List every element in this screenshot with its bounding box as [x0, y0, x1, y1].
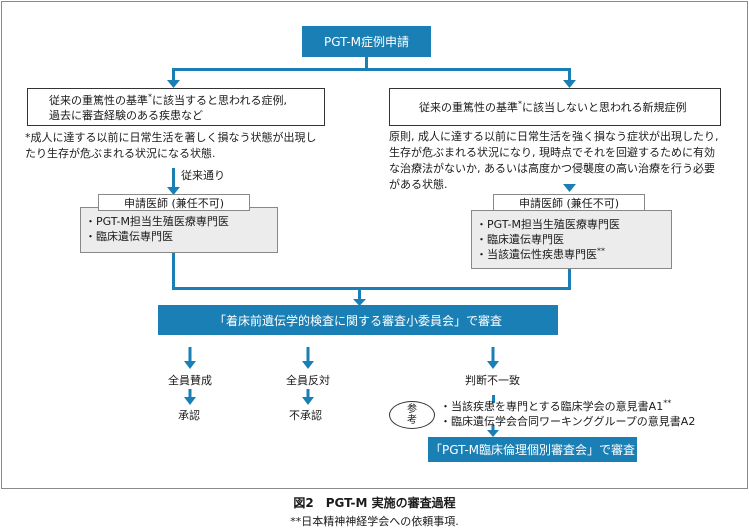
- as-before-label: 従来通り: [181, 169, 225, 182]
- outcome-no-consensus: 判断不一致: [465, 374, 520, 387]
- arrow-unanimous-approve: [184, 361, 196, 369]
- figure-footnote: **日本精神神経学会への依頼事項.: [290, 515, 459, 528]
- ethics-review-box: 「PGT-M臨床倫理個別審査会」で審査: [428, 437, 637, 462]
- connector-left-stem: [172, 168, 175, 188]
- left-box-asterisk: *: [148, 92, 152, 102]
- left-box-line2: 過去に審査経験のある疾患など: [49, 109, 203, 122]
- top-box-pgt-m-application: PGT-M症例申請: [302, 26, 431, 57]
- right-note-line2: 生存が危ぶまれる状況になり, 現時点でそれを回避するために有効: [389, 146, 715, 159]
- left-applicant-box: ・PGT-M担当生殖医療専門医 ・臨床遺伝専門医: [80, 207, 278, 253]
- left-applicant-header: 申請医師 (兼任不可): [98, 194, 250, 211]
- arrow-to-left-applicant: [167, 187, 180, 195]
- reference-item1: ・当該疾患を専門とする臨床学会の意見書A1: [440, 400, 664, 413]
- outcome-unanimous-oppose: 全員反対: [286, 374, 330, 387]
- left-note-line2: たり生存が危ぶまれる状況になる状態.: [25, 147, 216, 160]
- connector-refbox: [492, 395, 495, 403]
- reference-badge: 参考: [389, 401, 435, 429]
- left-box-line1-post: に該当すると思われる症例,: [152, 94, 287, 107]
- committee-review-box: 「着床前遺伝学的検査に関する審査小委員会」で審査: [158, 305, 558, 335]
- connector-left-down: [172, 252, 175, 289]
- connector-top-bar: [172, 68, 571, 71]
- right-criteria-box: 従来の重篤性の基準*に該当しないと思われる新規症例: [389, 88, 721, 126]
- right-note-line1: 原則, 成人に達する以前に日常生活を強く損なう症状が出現したり,: [389, 130, 719, 143]
- left-criteria-box: 従来の重篤性の基準*に該当すると思われる症例, 過去に審査経験のある疾患など: [27, 88, 325, 126]
- reference-item1-mark: **: [663, 398, 672, 408]
- arrow-no-consensus: [487, 361, 499, 369]
- right-note-line3: な治療法がないか, あるいは高度かつ侵襲度の高い治療を行う必要: [389, 162, 715, 175]
- arrow-unanimous-oppose: [302, 361, 314, 369]
- right-applicant-item: ・PGT-M担当生殖医療専門医: [476, 218, 620, 231]
- connector-merge-bar: [172, 287, 571, 290]
- left-note-line1: *成人に達する以前に日常生活を著しく損なう状態が出現し: [25, 131, 317, 144]
- right-applicant-item: ・当該遺伝性疾患専門医: [476, 248, 597, 261]
- left-applicant-item: ・臨床遺伝専門医: [85, 230, 173, 243]
- right-applicant-header: 申請医師 (兼任不可): [493, 194, 645, 211]
- connector-left-drop: [172, 68, 175, 80]
- connector-to-committee: [358, 287, 361, 300]
- right-box-asterisk: *: [518, 99, 522, 109]
- connector-right-drop: [568, 68, 571, 80]
- right-applicant-double-asterisk: **: [597, 246, 605, 256]
- outcome-unanimous-approve: 全員賛成: [168, 374, 212, 387]
- connector-top-stem: [365, 57, 368, 70]
- committee-review-label: 「着床前遺伝学的検査に関する審査小委員会」で審査: [213, 313, 502, 328]
- right-box-post: に該当しないと思われる新規症例: [522, 101, 687, 114]
- outcome-disapprove: 不承認: [289, 409, 322, 422]
- connector-right-down: [568, 268, 571, 289]
- arrow-to-disapprove: [302, 397, 314, 405]
- figure-caption-title: 図2 PGT-M 実施の審査過程: [293, 496, 456, 510]
- top-box-label: PGT-M症例申請: [323, 35, 410, 49]
- right-box-pre: 従来の重篤性の基準: [419, 101, 518, 114]
- right-note-line4: がある状態.: [389, 178, 448, 191]
- arrow-to-ethics: [487, 430, 499, 437]
- arrow-to-right-applicant: [563, 184, 576, 192]
- reference-label: 参考: [407, 404, 417, 426]
- right-applicant-item: ・臨床遺伝専門医: [476, 233, 564, 246]
- outcome-approve: 承認: [178, 409, 200, 422]
- ethics-review-label: 「PGT-M臨床倫理個別審査会」で審査: [429, 443, 636, 457]
- left-box-line1-pre: 従来の重篤性の基準: [49, 94, 148, 107]
- reference-item2: ・臨床遺伝学会合同ワーキンググループの意見書A2: [440, 415, 696, 428]
- arrow-to-approve: [184, 397, 196, 405]
- arrow-to-left-box: [167, 80, 180, 88]
- right-applicant-box: ・PGT-M担当生殖医療専門医 ・臨床遺伝専門医 ・当該遺伝性疾患専門医**: [471, 210, 672, 269]
- left-applicant-item: ・PGT-M担当生殖医療専門医: [85, 215, 229, 228]
- arrow-to-committee: [353, 299, 366, 306]
- arrow-to-right-box: [563, 80, 576, 88]
